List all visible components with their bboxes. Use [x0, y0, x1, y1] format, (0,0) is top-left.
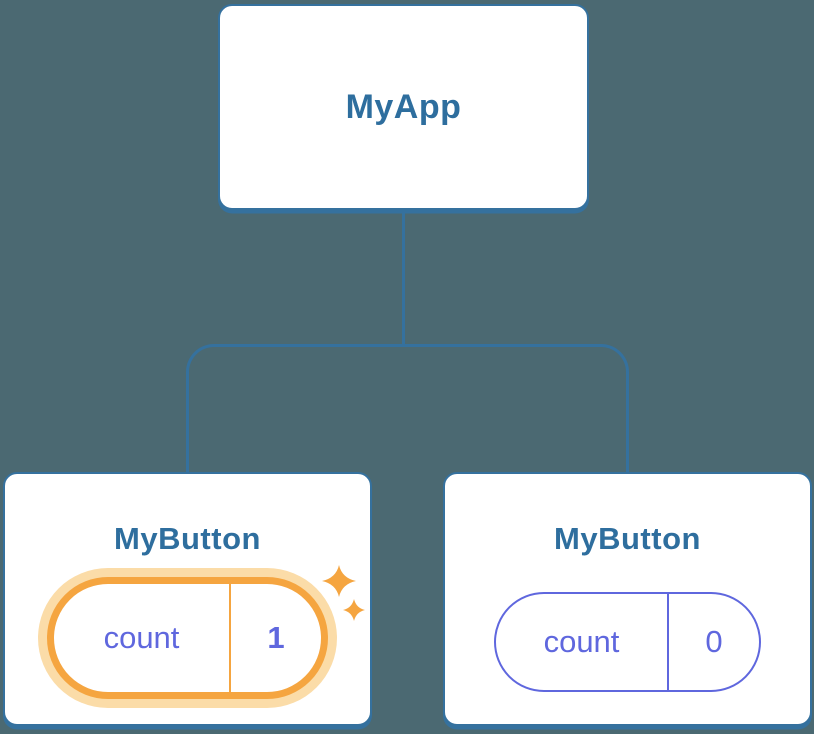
connector-stem — [402, 212, 405, 345]
state-value: 0 — [705, 624, 723, 659]
node-label: MyApp — [345, 87, 462, 126]
state-key: count — [54, 584, 231, 692]
sparkles-icon — [322, 565, 365, 621]
state-pill: count 0 — [494, 592, 761, 692]
node-label: MyButton — [114, 521, 261, 556]
state-value: 1 — [267, 620, 285, 655]
node-label: MyButton — [554, 521, 701, 556]
state-key: count — [496, 594, 669, 690]
tree-node-myapp: MyApp — [218, 4, 589, 210]
connector-branch — [186, 344, 629, 472]
tree-node-mybutton-updated: MyButton count 1 — [3, 472, 372, 726]
tree-node-mybutton-unchanged: MyButton count 0 — [443, 472, 812, 726]
state-pill-highlighted: count 1 — [47, 577, 328, 699]
